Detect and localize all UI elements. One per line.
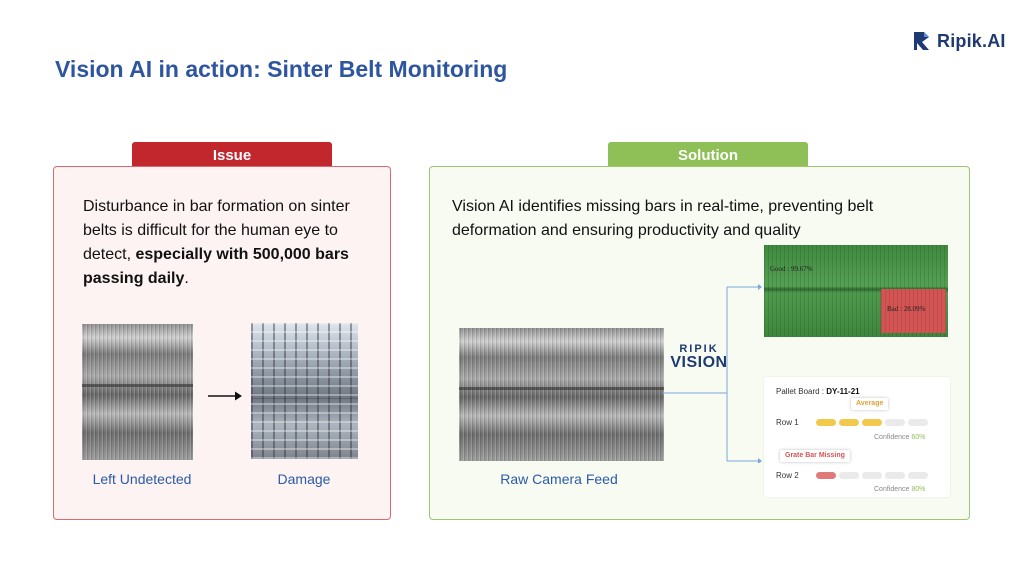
good-detection-label: Good : 99.67%: [770, 265, 813, 273]
row1-bar-1: [816, 419, 836, 426]
row2-status-tag: Grate Bar Missing: [780, 450, 850, 462]
ripik-logo-text: Ripik.AI: [937, 30, 1006, 51]
ripik-logo-mark-icon: [914, 32, 929, 50]
damage-caption: Damage: [277, 471, 331, 487]
row1-bar-3: [862, 419, 882, 426]
row2-label: Row 2: [776, 471, 799, 480]
arrow-right-icon: [208, 391, 242, 401]
pallet-board-label: Pallet Board :: [776, 387, 825, 396]
row1-bar-5: [908, 419, 928, 426]
ripik-vision-logo-top: RIPIK: [679, 343, 719, 355]
left-undetected-caption: Left Undetected: [92, 471, 192, 487]
issue-text-end: .: [184, 270, 189, 287]
pallet-board-title: Pallet Board : DY-11-21: [776, 387, 860, 396]
row2-bar-5: [908, 472, 928, 479]
row1-bar-4: [885, 419, 905, 426]
solution-panel: Vision AI identifies missing bars in rea…: [429, 166, 970, 520]
solution-description: Vision AI identifies missing bars in rea…: [452, 198, 874, 239]
solution-tab: Solution: [608, 142, 808, 168]
row1-label: Row 1: [776, 418, 799, 427]
issue-text-bold: especially with 500,000 bars passing dai…: [83, 246, 349, 287]
row1-status-tag: Average: [851, 398, 889, 410]
damage-image: [251, 323, 358, 459]
issue-tab: Issue: [132, 142, 332, 168]
ripik-vision-logo: RIPIK VISION: [668, 343, 730, 371]
row2-bar-1: [816, 472, 836, 479]
bad-detection-label: Bad : 28.09%: [887, 305, 926, 313]
issue-text-plain: Disturbance in bar formation on sinter b…: [83, 198, 350, 263]
pallet-board-id: DY-11-21: [826, 387, 860, 396]
ripik-vision-logo-bottom: VISION: [670, 354, 728, 371]
row1-confidence-label: Confidence: [874, 434, 910, 441]
row2-bar-2: [839, 472, 859, 479]
flow-connector-lines: [662, 284, 762, 463]
issue-description: Disturbance in bar formation on sinter b…: [83, 195, 378, 291]
row1-confidence-value: 60%: [911, 434, 926, 441]
bad-detection-region: Bad : 28.09%: [881, 289, 946, 333]
detection-output-image: Good : 99.67% Bad : 28.09%: [764, 245, 948, 337]
issue-panel: Disturbance in bar formation on sinter b…: [53, 166, 391, 520]
row2-confidence: Confidence 80%: [874, 486, 925, 493]
pallet-board-card: Pallet Board : DY-11-21 Average Row 1 Co…: [764, 377, 950, 497]
row2-confidence-value: 80%: [911, 486, 926, 493]
row1-bar-2: [839, 419, 859, 426]
row1-confidence: Confidence 60%: [874, 434, 925, 441]
slide-title: Vision AI in action: Sinter Belt Monitor…: [55, 56, 508, 82]
row2-bar-3: [862, 472, 882, 479]
row2-bar-4: [885, 472, 905, 479]
undetected-belt-image: [82, 324, 193, 460]
raw-camera-feed-image: [459, 328, 664, 461]
raw-camera-feed-caption: Raw Camera Feed: [500, 471, 618, 487]
ripik-logo: Ripik.AI: [912, 30, 1006, 52]
row2-confidence-label: Confidence: [874, 486, 910, 493]
